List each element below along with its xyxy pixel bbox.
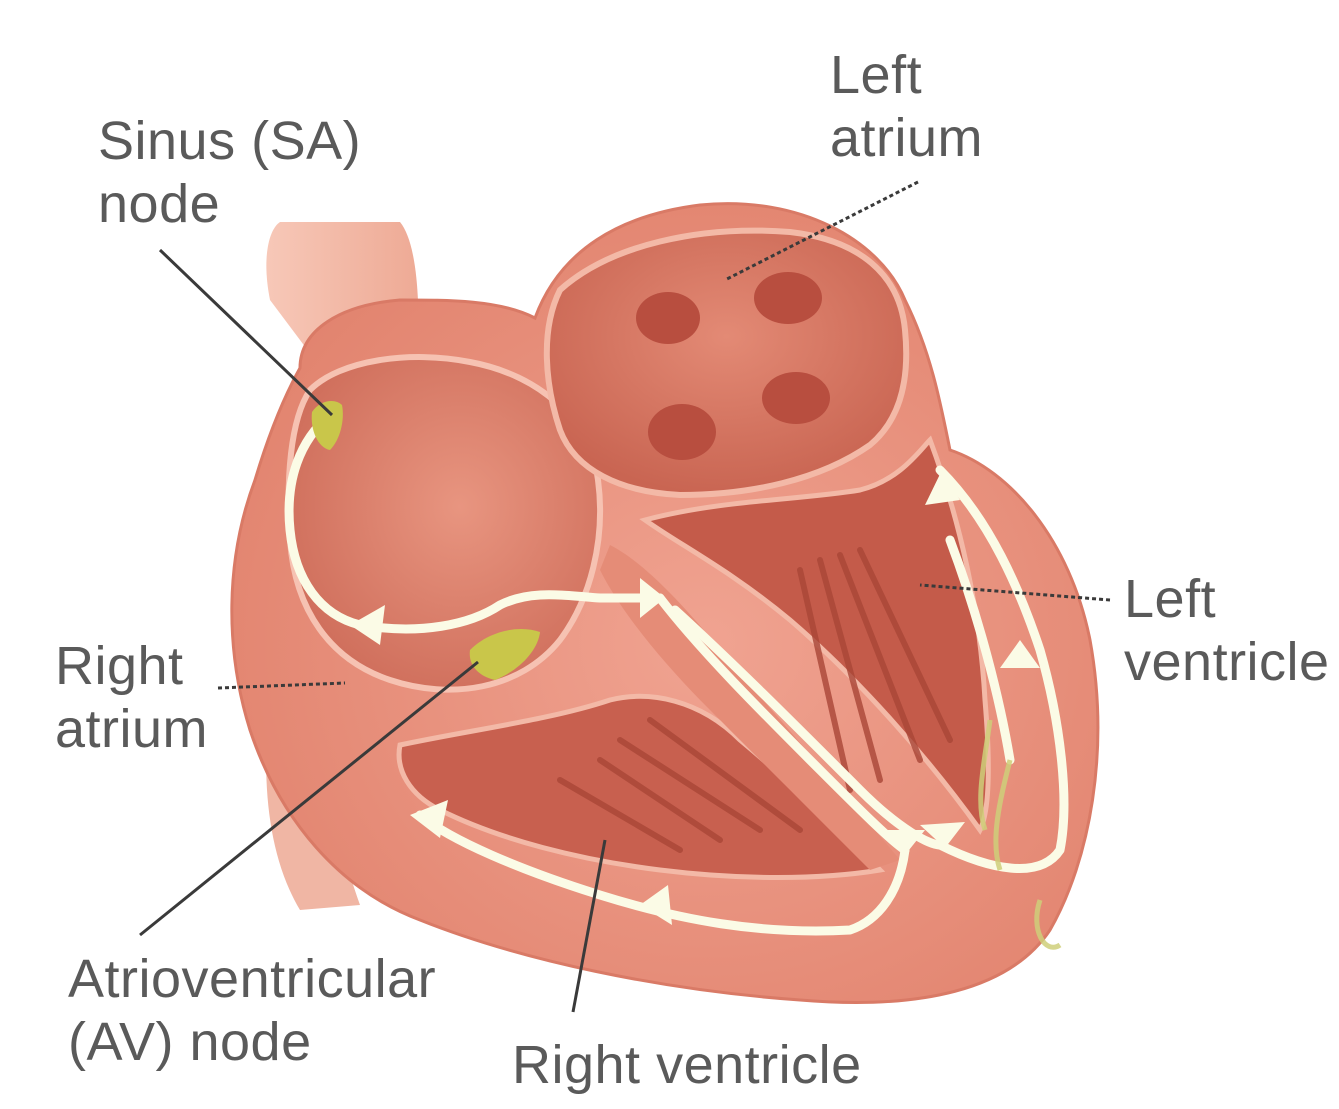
label-right-ventricle: Right ventricle xyxy=(512,1034,862,1097)
label-line: Left xyxy=(830,44,983,107)
left-atrium-chamber xyxy=(547,231,906,495)
pulmonary-vein-opening xyxy=(754,272,822,324)
label-line: Atrioventricular xyxy=(68,948,436,1011)
label-line: Left xyxy=(1124,568,1330,631)
label-line: node xyxy=(98,173,361,236)
label-line: atrium xyxy=(55,698,208,761)
label-left-atrium: Left atrium xyxy=(830,44,983,169)
label-line: ventricle xyxy=(1124,631,1330,694)
label-left-ventricle: Left ventricle xyxy=(1124,568,1330,693)
label-sa-node: Sinus (SA) node xyxy=(98,110,361,235)
label-line: Right ventricle xyxy=(512,1034,862,1097)
pulmonary-vein-opening xyxy=(762,372,830,424)
label-line: Right xyxy=(55,635,208,698)
label-line: Sinus (SA) xyxy=(98,110,361,173)
label-av-node: Atrioventricular (AV) node xyxy=(68,948,436,1073)
label-right-atrium: Right atrium xyxy=(55,635,208,760)
pulmonary-vein-opening xyxy=(636,292,700,344)
label-line: (AV) node xyxy=(68,1011,436,1074)
pulmonary-vein-opening xyxy=(648,404,716,460)
label-line: atrium xyxy=(830,107,983,170)
